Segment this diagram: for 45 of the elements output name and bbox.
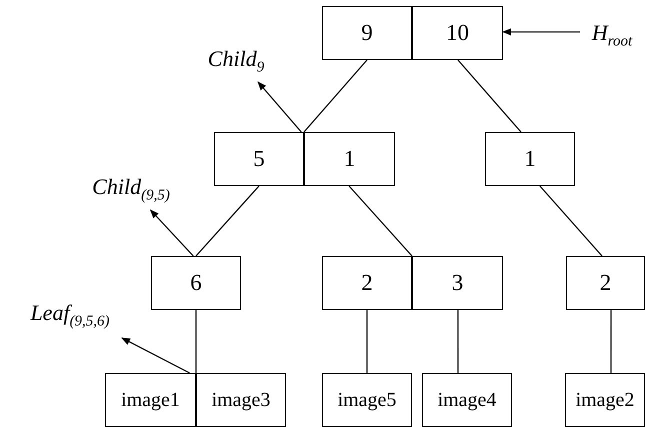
tree-link [366, 310, 368, 373]
key-cell [322, 6, 412, 60]
arrow [502, 28, 580, 36]
label-text: H$_{root}$ [592, 20, 632, 50]
image-leaf-cell [105, 373, 196, 427]
cell-text: 3 [452, 270, 464, 296]
label-text: Child$_{9}$ [208, 46, 264, 76]
leader-line [121, 337, 190, 374]
image-leaf-cell [196, 373, 286, 427]
cell-text: 6 [190, 270, 202, 296]
key-cell [304, 132, 395, 186]
cell-text: 10 [446, 20, 469, 46]
tree-link [458, 60, 522, 132]
cell-text: image4 [438, 388, 496, 412]
cell-text: image3 [212, 388, 270, 412]
key-cell [214, 132, 304, 186]
cell-text: image2 [576, 388, 634, 412]
tree-link [195, 310, 197, 373]
cell-text: 9 [361, 20, 373, 46]
tree-link [348, 186, 412, 256]
key-cell [412, 6, 503, 60]
label-text: Child$_{(9,5)}$ [92, 174, 170, 204]
leader-line [258, 81, 302, 132]
cell-text: image5 [338, 388, 396, 412]
leader-line [150, 209, 194, 256]
label-text: Leaf$_{(9,5,6)}$ [30, 300, 110, 330]
key-cell [322, 256, 412, 310]
tree-link [539, 186, 602, 256]
cell-text: 1 [344, 146, 356, 172]
key-cell [485, 132, 575, 186]
cell-text: 2 [361, 270, 373, 296]
image-leaf-cell [322, 373, 412, 427]
cell-text: 2 [600, 270, 612, 296]
cell-text: 1 [524, 146, 536, 172]
tree-link [196, 186, 260, 256]
image-leaf-cell [422, 373, 512, 427]
key-cell [151, 256, 241, 310]
key-cell [566, 256, 645, 310]
key-cell [412, 256, 503, 310]
cell-text: 5 [253, 146, 265, 172]
image-leaf-cell [565, 373, 645, 427]
tree-link [610, 310, 612, 373]
tree-link [304, 60, 368, 132]
cell-text: image1 [121, 388, 180, 412]
tree-link [457, 310, 459, 373]
